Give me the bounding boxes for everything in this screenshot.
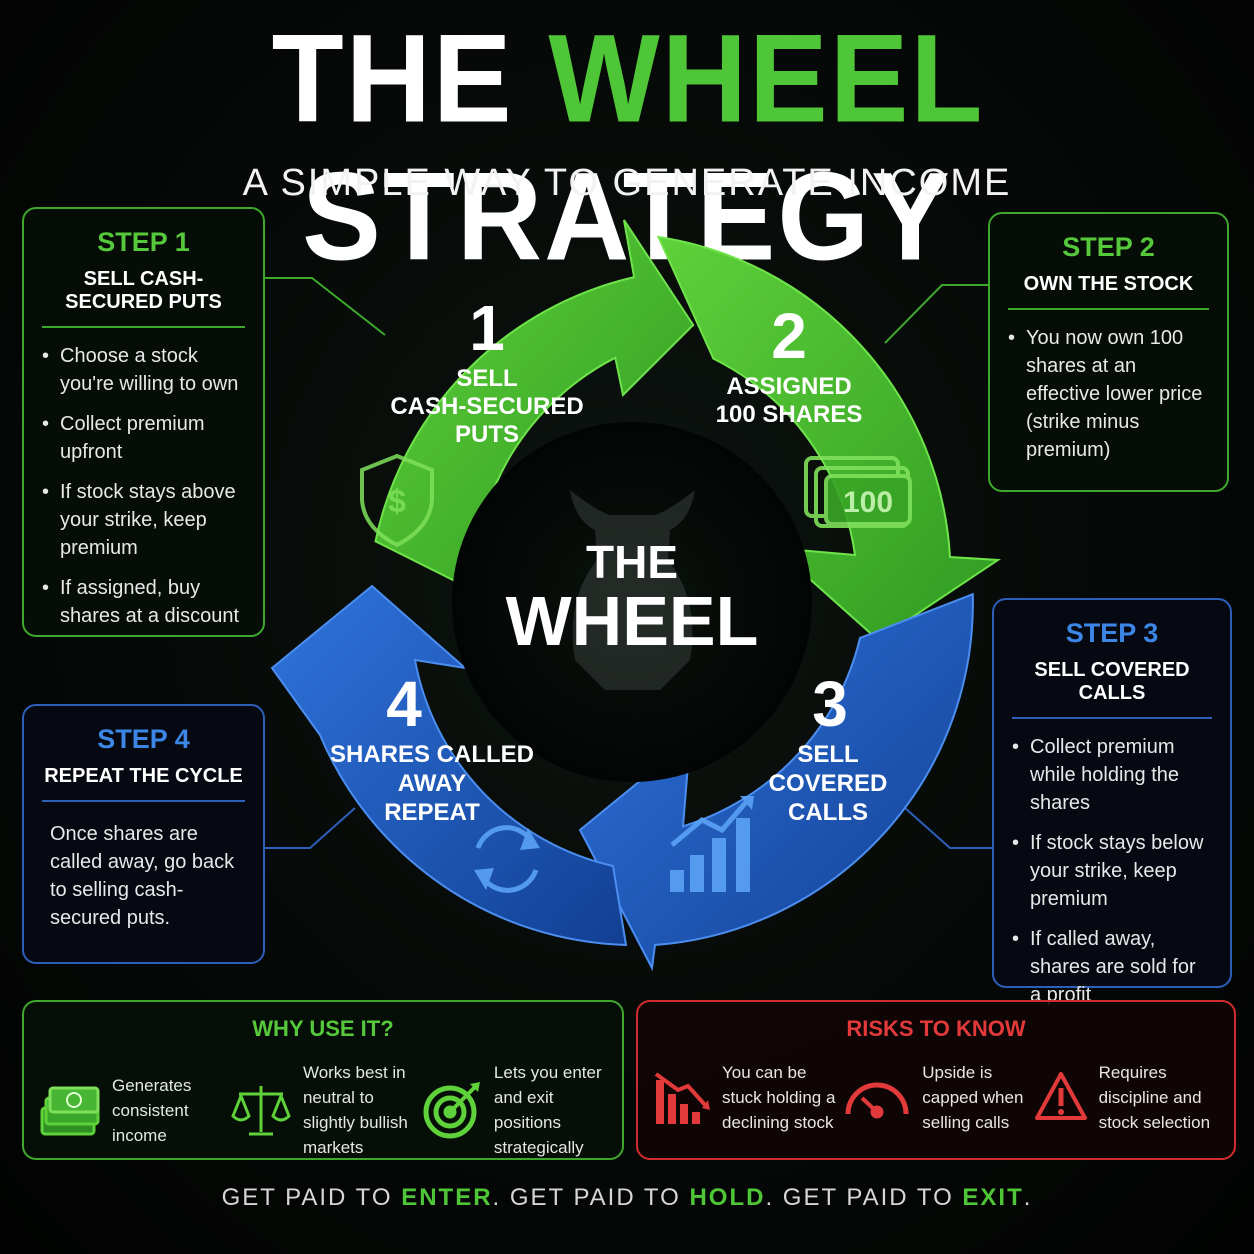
cash-stack-icon: 100 [804, 456, 912, 528]
risk-item: You can be stuck holding a declining sto… [652, 1060, 839, 1135]
step-3-title: SELL COVERED CALLS [1012, 659, 1212, 719]
segment-3-number: 3 [812, 668, 848, 740]
list-item: Choose a stock you're willing to own [42, 342, 245, 398]
title-part-3: STRATEGY [302, 146, 952, 287]
step-3-label: STEP 3 [1065, 618, 1159, 648]
segment-2-line-2: 100 SHARES [716, 401, 863, 428]
page-subtitle: A SIMPLE WAY TO GENERATE INCOME [242, 162, 1012, 204]
refresh-icon [474, 825, 540, 893]
step-4-card: STEP 4 REPEAT THE CYCLE Once shares are … [22, 704, 265, 964]
segment-2-arrow [656, 235, 1002, 642]
footer-text: GET PAID TO [221, 1184, 402, 1211]
why-item: Generates consistent income [38, 1060, 226, 1160]
segment-2-number: 2 [771, 300, 807, 372]
risk-item: Requires discipline and stock selection [1033, 1060, 1220, 1135]
step-2-label: STEP 2 [1062, 232, 1155, 262]
warning-icon [1034, 1071, 1087, 1120]
segment-3-line-2: COVERED [769, 770, 888, 797]
step-3-card: STEP 3 SELL COVERED CALLS Collect premiu… [992, 598, 1232, 1006]
list-item: If called away, shares are sold for a pr… [1012, 925, 1212, 1009]
why-item-text: Generates consistent income [112, 1075, 192, 1145]
segment-1-line-1: SELL [456, 365, 517, 392]
segment-4-line-2: AWAY [398, 770, 466, 797]
list-item: Collect premium while holding the shares [1012, 733, 1212, 817]
risk-item-text: Upside is capped when selling calls [922, 1063, 1024, 1132]
page-title: THE WHEEL STRATEGY [0, 10, 1254, 286]
step-2-title: OWN THE STOCK [1008, 273, 1209, 310]
connector-step4 [265, 807, 356, 849]
money-stack-icon [40, 1086, 100, 1136]
connectors-green [265, 277, 988, 344]
gauge-icon [845, 1082, 909, 1118]
step-1-card: STEP 1 SELL CASH-SECURED PUTS Choose a s… [22, 207, 265, 637]
title-part-2: WHEEL [548, 9, 983, 150]
step-4-title: REPEAT THE CYCLE [42, 765, 245, 802]
risk-item-text: Requires discipline and stock selection [1098, 1063, 1211, 1132]
title-part-1: THE [271, 9, 514, 150]
footer-tagline: GET PAID TO ENTER. GET PAID TO HOLD. GET… [0, 1184, 1254, 1212]
step-4-label: STEP 4 [97, 724, 190, 754]
list-item: If stock stays below your strike, keep p… [1012, 829, 1212, 913]
segment-4-number: 4 [386, 668, 422, 740]
segment-3-line-3: CALLS [788, 799, 868, 826]
why-use-it-panel: WHY USE IT? Generates consistent income … [22, 1000, 624, 1160]
balance-scale-icon [231, 1086, 291, 1136]
segment-1-line-2: CASH-SECURED [390, 393, 583, 420]
connector-step2 [884, 284, 988, 344]
footer-highlight: HOLD [689, 1184, 766, 1211]
declining-chart-icon [654, 1071, 710, 1124]
segment-4-line-3: REPEAT [384, 799, 480, 826]
segment-1-number: 1 [469, 292, 505, 364]
list-item: If stock stays above your strike, keep p… [42, 478, 245, 562]
list-item: If assigned, buy shares at a discount [42, 574, 245, 630]
svg-text:$: $ [388, 483, 406, 519]
center-line-1: THE [586, 536, 678, 588]
why-item: Works best in neutral to slightly bullis… [229, 1060, 417, 1160]
footer-text: . [1023, 1184, 1033, 1211]
risk-item: Upside is capped when selling calls [842, 1060, 1029, 1135]
bull-icon [570, 490, 695, 690]
footer-highlight: ENTER [401, 1184, 493, 1211]
step-2-card: STEP 2 OWN THE STOCK You now own 100 sha… [988, 212, 1229, 492]
list-item: Collect premium upfront [42, 410, 245, 466]
why-item: Lets you enter and exit positions strate… [420, 1060, 608, 1160]
segment-2-line-1: ASSIGNED [726, 373, 851, 400]
risks-panel: RISKS TO KNOW You can be stuck holding a… [636, 1000, 1236, 1160]
target-icon [423, 1082, 480, 1139]
why-item-text: Works best in neutral to slightly bullis… [302, 1063, 408, 1157]
segment-1-line-3: PUTS [455, 421, 519, 448]
list-item: You now own 100 shares at an effective l… [1008, 324, 1209, 464]
connectors-blue [265, 807, 992, 849]
shield-dollar-icon: $ [360, 453, 434, 548]
segment-4-arrow [270, 584, 628, 947]
growth-chart-icon [670, 796, 754, 892]
risks-title: RISKS TO KNOW [846, 1016, 1026, 1041]
cash-stack-value: 100 [843, 486, 893, 519]
connector-step3 [904, 807, 992, 849]
why-use-it-title: WHY USE IT? [252, 1016, 394, 1041]
wheel-center [452, 422, 812, 782]
why-item-text: Lets you enter and exit positions strate… [493, 1063, 602, 1157]
step-2-list: You now own 100 shares at an effective l… [1008, 324, 1209, 464]
risk-item-text: You can be stuck holding a declining sto… [722, 1063, 836, 1132]
connector-step1 [265, 277, 386, 336]
segment-3-line-1: SELL [797, 741, 858, 768]
step-1-list: Choose a stock you're willing to own Col… [42, 342, 245, 630]
center-line-2: WHEEL [506, 582, 759, 660]
footer-text: . GET PAID TO [765, 1184, 963, 1211]
segment-4-line-1: SHARES CALLED [330, 741, 534, 768]
step-1-label: STEP 1 [97, 227, 190, 257]
step-1-title: SELL CASH-SECURED PUTS [42, 268, 245, 328]
step-4-text: Once shares are called away, go back to … [50, 823, 235, 929]
footer-text: . GET PAID TO [492, 1184, 690, 1211]
step-3-list: Collect premium while holding the shares… [1012, 733, 1212, 1009]
footer-highlight: EXIT [962, 1184, 1024, 1211]
